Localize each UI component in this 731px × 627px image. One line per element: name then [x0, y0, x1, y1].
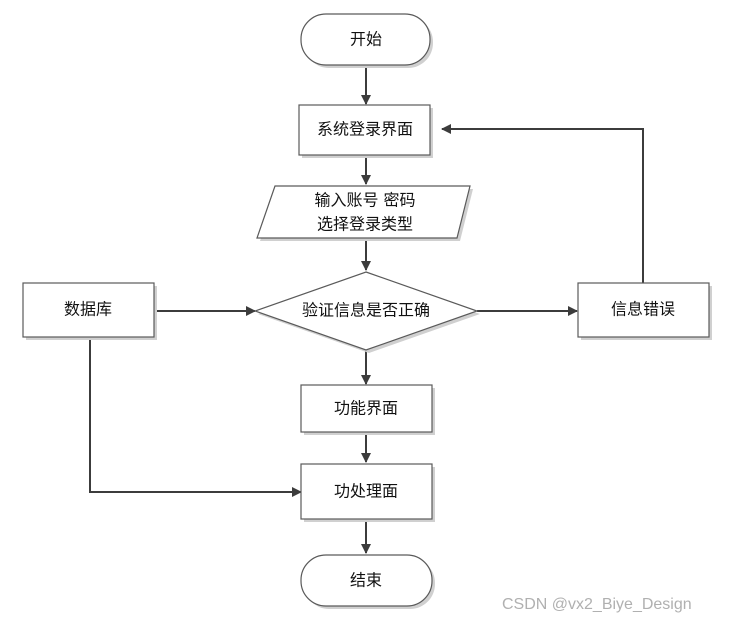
input-node: 输入账号 密码 选择登录类型 — [256, 185, 473, 241]
database-label: 数据库 — [64, 300, 112, 319]
watermark-text: CSDN @vx2_Biye_Design — [502, 596, 692, 613]
decision-label: 验证信息是否正确 — [302, 301, 430, 320]
login-screen-label: 系统登录界面 — [317, 120, 413, 139]
database-node: 数据库 — [22, 282, 157, 340]
start-label: 开始 — [350, 30, 382, 49]
error-label: 信息错误 — [611, 300, 675, 319]
input-label-line2: 选择登录类型 — [317, 215, 413, 234]
function-screen-node: 功能界面 — [300, 384, 435, 435]
edge-database-to-processing — [89, 339, 302, 497]
start-node: 开始 — [300, 13, 433, 68]
error-node: 信息错误 — [577, 282, 712, 340]
function-screen-label: 功能界面 — [334, 399, 398, 418]
input-label-line1: 输入账号 密码 — [314, 191, 415, 210]
decision-node: 验证信息是否正确 — [253, 271, 480, 353]
end-node: 结束 — [300, 554, 435, 609]
processing-label: 功处理面 — [334, 482, 398, 501]
end-label: 结束 — [350, 571, 382, 590]
login-screen-node: 系统登录界面 — [298, 104, 433, 158]
edges — [89, 66, 644, 554]
processing-node: 功处理面 — [300, 463, 435, 522]
edge-error-to-login — [441, 124, 644, 283]
